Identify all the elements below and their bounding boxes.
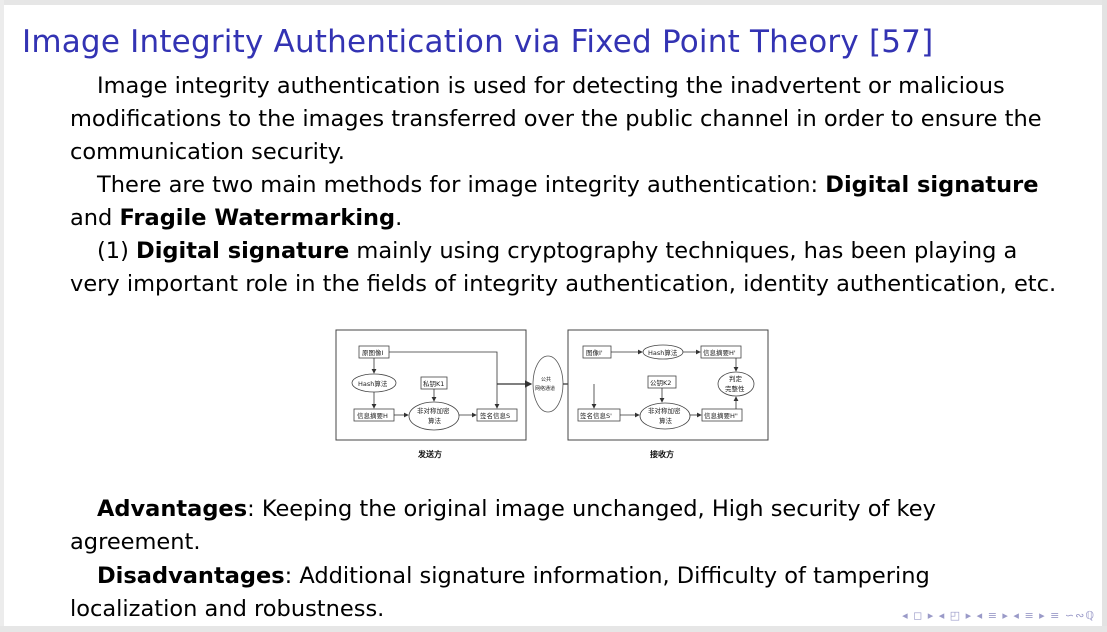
receiver-digest2-label: 信息摘要H" xyxy=(704,411,738,420)
paragraph-disadvantages: Disadvantages: Additional signature info… xyxy=(70,563,930,622)
original-image-label: 原图像I xyxy=(362,348,384,357)
term-fragile-watermarking: Fragile Watermarking xyxy=(119,205,396,231)
paragraph-methods: There are two main methods for image int… xyxy=(70,172,1039,231)
asym-decrypt-node xyxy=(639,402,691,430)
paragraph-digital-signature: (1) Digital signature mainly using crypt… xyxy=(70,238,1057,297)
signature-node xyxy=(476,408,518,422)
receiver-algorithm-label: 算法 xyxy=(659,416,673,425)
public-channel-node xyxy=(532,355,564,413)
hash-label: Hash算法 xyxy=(358,379,388,388)
signature-label: 签名信息S xyxy=(480,411,510,420)
window-right-border xyxy=(1102,0,1107,632)
term-digital-signature: Digital signature xyxy=(825,172,1039,198)
judge-label-2: 完整性 xyxy=(725,384,745,393)
slide-title: Image Integrity Authentication via Fixed… xyxy=(22,24,934,60)
beamer-navigation-symbols[interactable]: ◂ ◻ ▸ ◂ ◰ ▸ ◂ ≡ ▸ ◂ ≡ ▸ ≡ ∽∾ℚ xyxy=(902,609,1095,622)
digest-label: 信息摘要H xyxy=(357,411,388,420)
channel-label-1: 公共 xyxy=(541,376,551,383)
receiver-hash-label: Hash算法 xyxy=(648,348,678,357)
public-key-label: 公钥K2 xyxy=(650,378,671,387)
term-disadvantages: Disadvantages xyxy=(97,563,285,589)
paragraph-advantages: Advantages: Keeping the original image u… xyxy=(70,496,936,555)
private-key-label: 私钥K1 xyxy=(423,379,444,388)
asym-decrypt-label: 非对称加密 xyxy=(648,406,681,415)
sender-caption: 发送方 xyxy=(417,449,442,459)
judge-integrity-node xyxy=(717,371,755,397)
term-advantages: Advantages xyxy=(97,496,248,522)
term-digital-signature-2: Digital signature xyxy=(136,238,350,264)
asym-encrypt-label: 非对称加密 xyxy=(417,406,450,415)
receiver-signature-label: 签名信息S' xyxy=(580,411,612,420)
receiver-digest-node xyxy=(700,345,742,359)
receiver-digest2-node xyxy=(701,408,743,422)
digital-signature-diagram: 原图像I Hash算法 私钥K1 信息摘要H 非对称加密 算法 签名信息S 发送… xyxy=(332,320,777,472)
algorithm-label: 算法 xyxy=(428,416,442,425)
window-bottom-border xyxy=(0,626,1107,632)
window-left-border xyxy=(0,0,4,632)
receiver-digest-label: 信息摘要H' xyxy=(703,348,736,357)
receiver-caption: 接收方 xyxy=(650,449,674,459)
diagram-svg: 原图像I Hash算法 私钥K1 信息摘要H 非对称加密 算法 签名信息S 发送… xyxy=(335,329,769,459)
received-image-label: 图像I' xyxy=(586,348,603,357)
window-top-border xyxy=(0,0,1107,5)
channel-label-2: 网络通道 xyxy=(535,385,555,392)
asym-encrypt-node xyxy=(408,401,460,431)
judge-label-1: 判定 xyxy=(729,374,743,383)
paragraph-intro: Image integrity authentication is used f… xyxy=(70,73,1042,165)
